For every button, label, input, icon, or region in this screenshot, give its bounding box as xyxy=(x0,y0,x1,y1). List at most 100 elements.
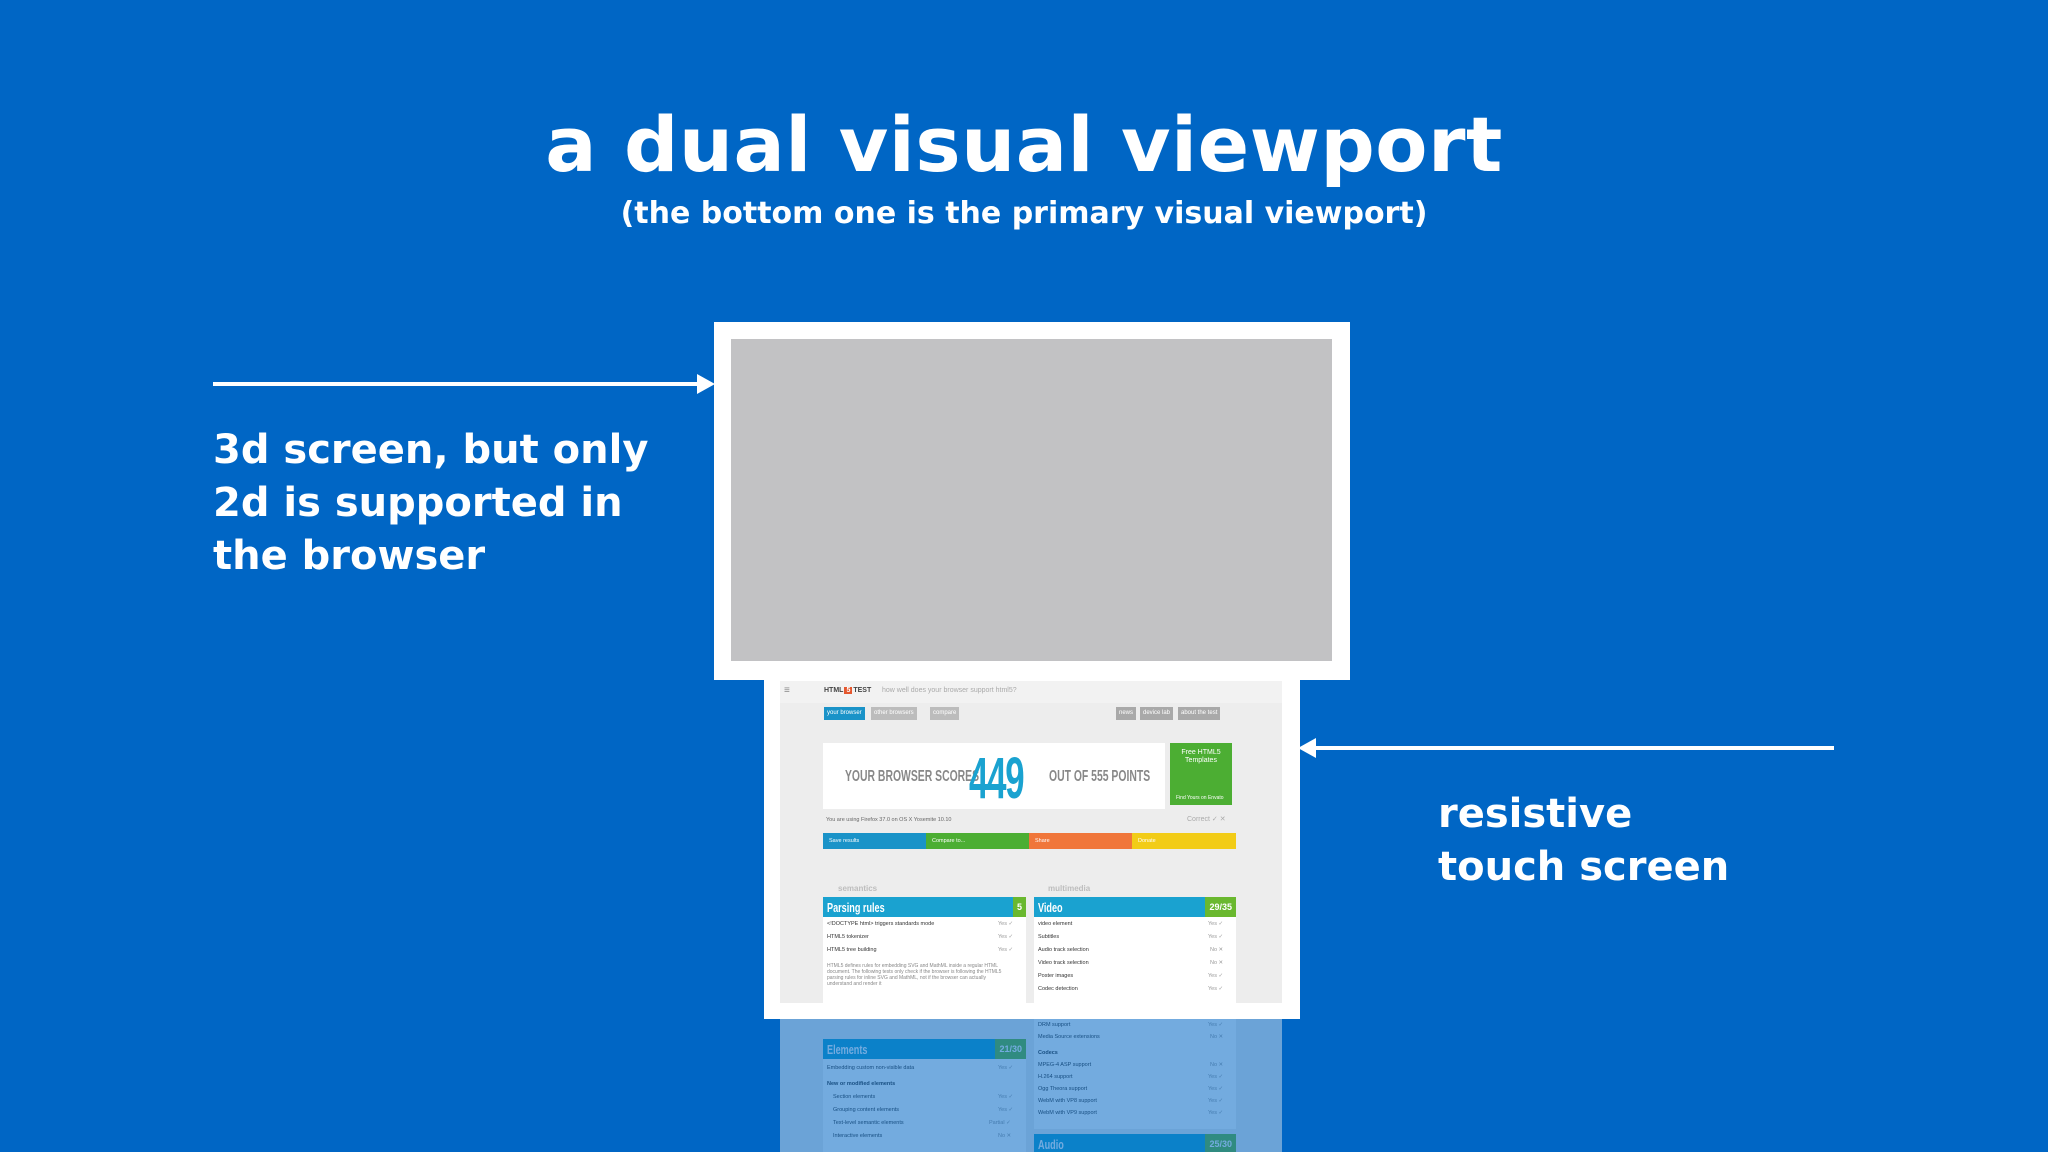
tab-other-browsers[interactable]: other browsers xyxy=(871,707,917,720)
test-row-label: MPEG-4 ASP support xyxy=(1038,1062,1092,1068)
test-row-result: Yes ✓ xyxy=(998,1065,1014,1071)
card-score: 25/30 xyxy=(1205,1134,1236,1152)
video-card-continued: DRM support Yes ✓ Media Source extension… xyxy=(1034,1019,1236,1129)
right-caption-line: resistive xyxy=(1438,791,1633,837)
card-score: 29/35 xyxy=(1205,897,1236,917)
test-row-label: DRM support xyxy=(1038,1022,1071,1028)
top-3d-screen xyxy=(714,322,1350,680)
ad-footer: Find Yours on Envato xyxy=(1176,795,1224,801)
card-title: Elements xyxy=(827,1042,868,1057)
score-max-label: OUT OF 555 POINTS xyxy=(1049,768,1151,785)
test-row-result: Partial ✓ xyxy=(989,1120,1011,1126)
right-caption: resistive touch screen xyxy=(1438,788,1729,894)
card-score: 5 xyxy=(1012,897,1026,917)
browser-header xyxy=(780,681,1282,703)
test-row-result: Yes ✓ xyxy=(998,947,1014,953)
tab-your-browser[interactable]: your browser xyxy=(824,707,865,720)
test-row-result: Yes ✓ xyxy=(1208,1086,1224,1092)
ad-banner[interactable]: Free HTML5 Templates Find Yours on Envat… xyxy=(1170,743,1232,805)
tab-compare[interactable]: compare xyxy=(930,707,960,720)
action-bar: Save results Compare to... Share Donate xyxy=(823,833,1236,849)
logo-suffix: TEST xyxy=(853,687,872,694)
card-header[interactable]: Video 29/35 xyxy=(1034,897,1236,917)
logo-prefix: HTML xyxy=(824,687,844,694)
test-row-result: No ✕ xyxy=(998,1133,1012,1139)
test-row-label: Text-level semantic elements xyxy=(833,1120,904,1126)
test-row-result: No ✕ xyxy=(1210,947,1224,953)
video-card: Video 29/35 video element Yes ✓ Subtitle… xyxy=(1034,897,1236,1003)
card-title: Video xyxy=(1038,900,1063,915)
left-caption-line: the browser xyxy=(213,533,486,579)
test-row-label: Codecs xyxy=(1038,1050,1058,1056)
left-arrow-icon xyxy=(1298,738,1316,758)
test-row-result: Yes ✓ xyxy=(998,921,1014,927)
score-value: 449 xyxy=(969,746,1025,811)
test-row-label: Grouping content elements xyxy=(833,1107,900,1113)
section-multimedia: multimedia xyxy=(1048,884,1091,893)
donate-button[interactable]: Donate xyxy=(1132,833,1236,849)
menu-icon[interactable]: ≡ xyxy=(784,685,790,696)
test-row-result: Yes ✓ xyxy=(1208,1110,1224,1116)
audio-card: Audio 25/30 xyxy=(1034,1134,1236,1152)
parsing-note: HTML5 defines rules for embedding SVG an… xyxy=(827,963,1002,987)
card-score: 21/30 xyxy=(995,1039,1026,1059)
test-row-label: Video track selection xyxy=(1038,960,1089,966)
test-row-result: No ✕ xyxy=(1210,1034,1224,1040)
offscreen-page-continuation: Elements 21/30 Embedding custom non-visi… xyxy=(780,1019,1282,1152)
card-title: Parsing rules xyxy=(827,900,885,915)
elements-card: Elements 21/30 Embedding custom non-visi… xyxy=(823,1039,1026,1152)
test-row-result: Yes ✓ xyxy=(1208,1022,1224,1028)
test-row-result: Yes ✓ xyxy=(1208,921,1224,927)
test-row-result: Yes ✓ xyxy=(1208,973,1224,979)
test-row-label: HTML5 tokenizer xyxy=(827,934,869,940)
html5-badge-icon: 5 xyxy=(844,687,853,694)
left-arrow-line xyxy=(213,382,697,386)
test-row-label: WebM with VP8 support xyxy=(1038,1098,1097,1104)
card-header[interactable]: Parsing rules 5 xyxy=(823,897,1026,917)
left-caption: 3d screen, but only 2d is supported in t… xyxy=(213,424,648,583)
test-row-result: Yes ✓ xyxy=(998,1107,1014,1113)
site-tagline: how well does your browser support html5… xyxy=(882,687,1017,694)
tab-device-lab[interactable]: device lab xyxy=(1140,707,1174,720)
test-row-label: Codec detection xyxy=(1038,986,1078,992)
test-row-label: WebM with VP9 support xyxy=(1038,1110,1097,1116)
test-row-result: Yes ✓ xyxy=(1208,1098,1224,1104)
compare-button[interactable]: Compare to... xyxy=(926,833,1029,849)
test-row-result: No ✕ xyxy=(1210,1062,1224,1068)
score-panel: YOUR BROWSER SCORES 449 OUT OF 555 POINT… xyxy=(823,743,1165,811)
test-row-label: Media Source extensions xyxy=(1038,1034,1100,1040)
right-arrow-line xyxy=(1314,746,1834,750)
test-row-result: Yes ✓ xyxy=(998,934,1014,940)
tab-news[interactable]: news xyxy=(1116,707,1137,720)
correct-controls[interactable]: Correct ✓ ✕ xyxy=(1187,816,1226,823)
test-row-label: video element xyxy=(1038,921,1073,927)
save-results-button[interactable]: Save results xyxy=(823,833,926,849)
tab-about[interactable]: about the test xyxy=(1178,707,1221,720)
left-caption-line: 3d screen, but only xyxy=(213,427,649,473)
test-row-label: Subtitles xyxy=(1038,934,1060,940)
test-row-result: Yes ✓ xyxy=(1208,1074,1224,1080)
parsing-rules-card: Parsing rules 5 <!DOCTYPE html> triggers… xyxy=(823,897,1026,1003)
slide-title: a dual visual viewport xyxy=(545,100,1503,189)
top-screen-display xyxy=(731,339,1332,661)
test-row-label: <!DOCTYPE html> triggers standards mode xyxy=(827,921,935,927)
test-row-label: Ogg Theora support xyxy=(1038,1086,1088,1092)
card-title: Audio xyxy=(1038,1137,1064,1152)
test-row-label: New or modified elements xyxy=(827,1081,896,1087)
ad-text: Free HTML5 Templates xyxy=(1181,749,1221,764)
section-semantics: semantics xyxy=(838,884,878,893)
test-row-label: Audio track selection xyxy=(1038,947,1089,953)
score-label: YOUR BROWSER SCORES xyxy=(845,768,980,785)
test-row-label: Poster images xyxy=(1038,973,1074,979)
test-row-result: Yes ✓ xyxy=(998,1094,1014,1100)
test-row-label: Section elements xyxy=(833,1094,876,1100)
test-row-label: HTML5 tree building xyxy=(827,947,877,953)
test-row-result: No ✕ xyxy=(1210,960,1224,966)
user-agent-text: You are using Firefox 37.0 on OS X Yosem… xyxy=(826,817,952,823)
test-row-result: Yes ✓ xyxy=(1208,934,1224,940)
share-button[interactable]: Share xyxy=(1029,833,1132,849)
test-row-label: H.264 support xyxy=(1038,1074,1073,1080)
